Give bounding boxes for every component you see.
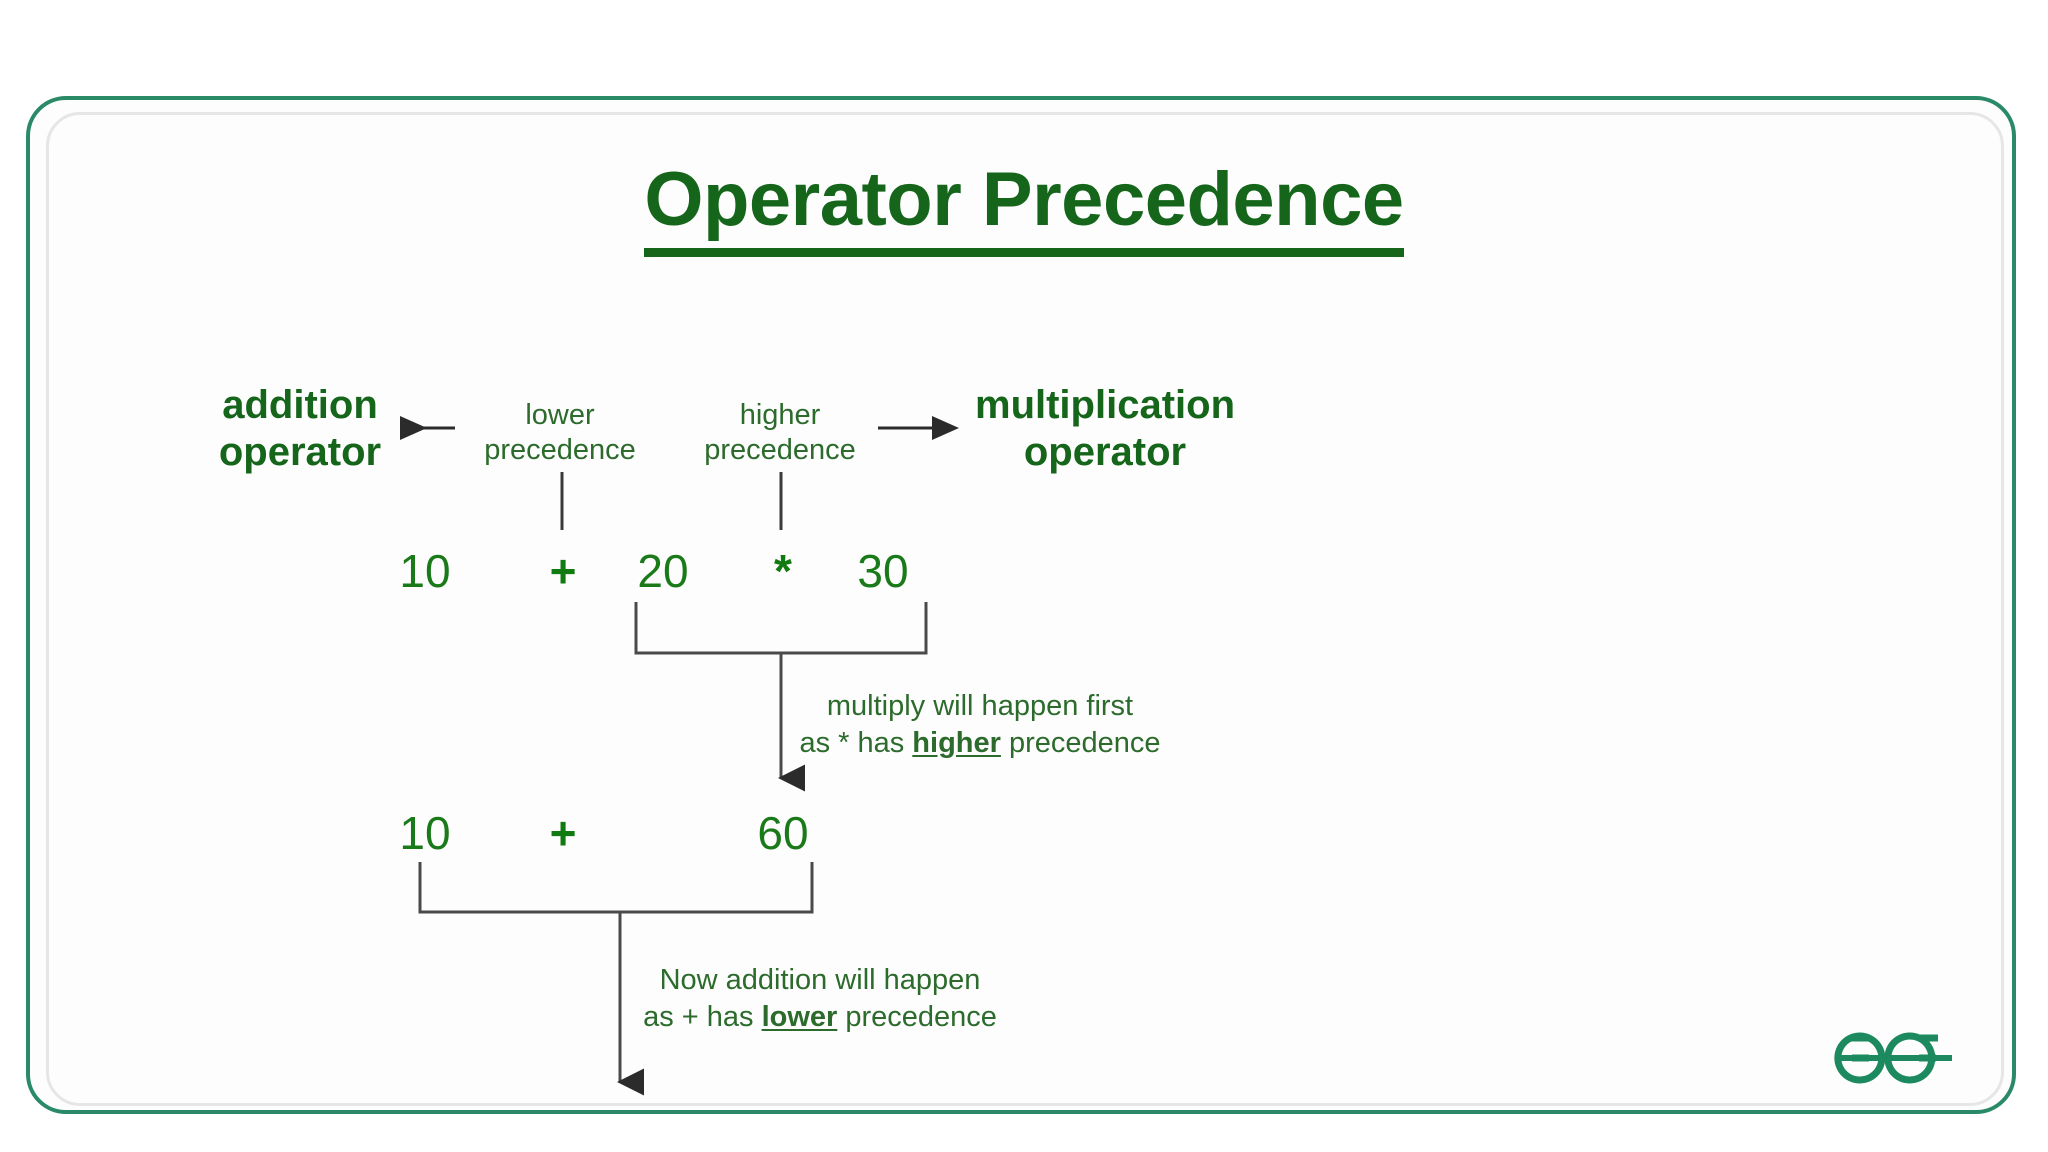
expr1-operator-plus: + xyxy=(549,545,577,597)
expr1-operand-30: 30 xyxy=(857,545,909,597)
higher-precedence-label: higher precedence xyxy=(704,399,856,467)
page-title: Operator Precedence xyxy=(0,162,2048,257)
step1-note: multiply will happen first as * has high… xyxy=(770,688,1190,761)
lower-precedence-label: lower precedence xyxy=(484,399,636,467)
step2-note: Now addition will happen as + has lower … xyxy=(620,962,1020,1035)
content-card xyxy=(26,96,2016,1114)
expr2-operand-10: 10 xyxy=(399,807,451,859)
page-title-text: Operator Precedence xyxy=(644,162,1404,257)
addition-operator-label: addition operator xyxy=(218,383,382,475)
step2-note-suffix: precedence xyxy=(837,1000,997,1033)
step1-note-prefix: as * has xyxy=(799,726,913,759)
expr2-operand-60: 60 xyxy=(757,807,809,859)
step1-note-suffix: precedence xyxy=(1000,726,1161,759)
expr1-operator-asterisk: * xyxy=(774,545,792,597)
step2-note-line2: as + has lower precedence xyxy=(620,999,1020,1036)
multiplication-operator-label: multiplication operator xyxy=(975,383,1235,475)
step1-note-line1: multiply will happen first xyxy=(826,690,1134,722)
step2-note-line1: Now addition will happen xyxy=(659,964,981,996)
expr1-operand-20: 20 xyxy=(637,545,689,597)
step2-note-emphasis: lower xyxy=(761,1000,838,1033)
expr2-operator-plus: + xyxy=(549,807,577,859)
step1-note-emphasis: higher xyxy=(912,726,1001,759)
expr1-operand-10: 10 xyxy=(399,545,451,597)
step1-note-line2: as * has higher precedence xyxy=(770,725,1190,762)
geeksforgeeks-logo xyxy=(1834,1032,1952,1084)
step2-note-prefix: as + has xyxy=(643,1000,762,1033)
